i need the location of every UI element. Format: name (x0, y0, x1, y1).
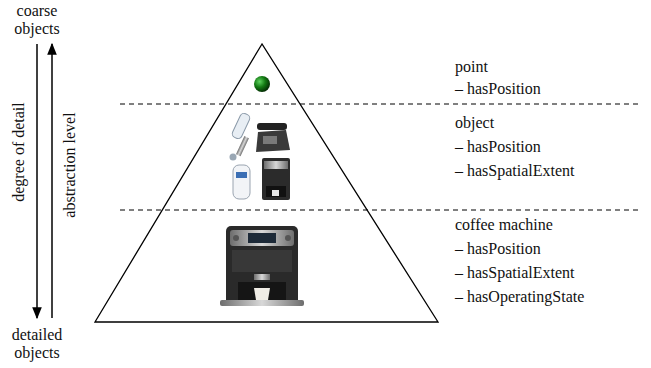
appliance-icon (233, 165, 250, 199)
axis-end-label: detailed objects (4, 326, 70, 362)
phone-icon (256, 123, 290, 152)
point-ball (254, 76, 270, 92)
property-item: – hasOperatingState (455, 288, 584, 306)
axis-end-label: coarse objects (4, 2, 70, 38)
pyramid-outline (95, 44, 438, 322)
property-item: – hasSpatialExtent (455, 264, 575, 282)
detail-arrow (36, 44, 38, 318)
level-heading: object (455, 114, 494, 132)
property-item: – hasPosition (455, 80, 541, 98)
property-item: – hasSpatialExtent (455, 162, 575, 180)
coffee-machine-icon (220, 226, 304, 306)
level-heading: coffee machine (455, 216, 553, 234)
property-item: – hasPosition (455, 138, 541, 156)
property-item: – hasPosition (455, 240, 541, 258)
abstraction-arrow (51, 44, 53, 318)
level-heading: point (455, 58, 488, 76)
level-divider (120, 210, 640, 211)
axis-label: degree of detail (10, 102, 28, 202)
small-coffee-machine-icon (262, 158, 290, 200)
blender-icon (230, 112, 252, 160)
axis-label: abstraction level (61, 112, 79, 217)
level-divider (120, 104, 640, 105)
